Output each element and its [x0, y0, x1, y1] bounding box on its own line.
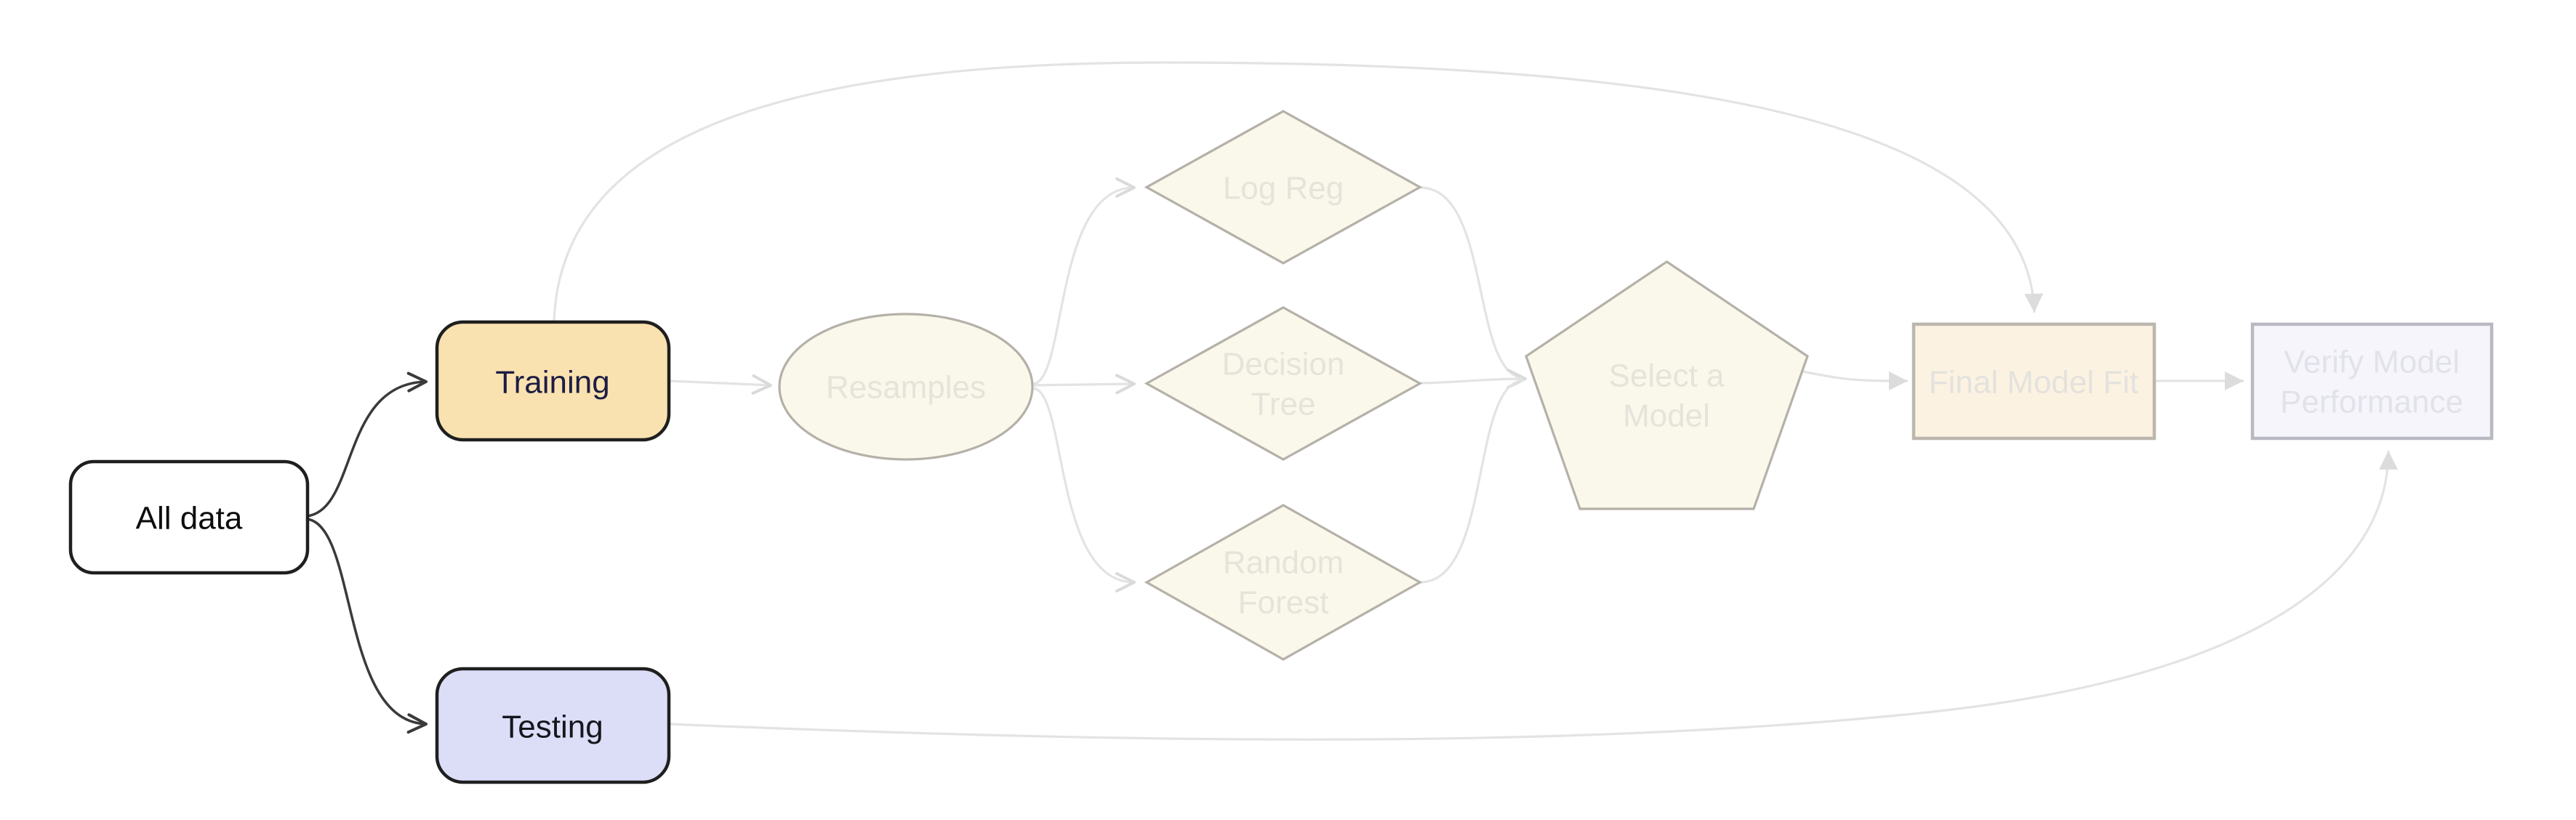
all-data-label: All data: [136, 501, 243, 536]
random-forest-label-line2: Forest: [1238, 585, 1329, 621]
all-data-box: [68, 459, 310, 575]
resamples-ellipse: [778, 313, 1034, 461]
testing-box: [435, 667, 671, 784]
verify-model-label-line1: Verify Model: [2284, 345, 2460, 380]
edge-randomforest-to-pentagon: [1419, 379, 1525, 584]
edge-decisiontree-to-pentagon: [1419, 369, 1527, 390]
node-testing: Testing: [435, 667, 671, 784]
node-verify-model-performance: Verify Model Performance: [2250, 322, 2494, 441]
edges: [306, 61, 2398, 741]
final-model-fit-label: Final Model Fit: [1929, 365, 2139, 401]
edge-logreg-to-pentagon: [1419, 186, 1525, 379]
node-resamples: Resamples: [778, 313, 1034, 461]
random-forest-label-line1: Random: [1223, 545, 1344, 581]
resamples-label: Resamples: [826, 370, 986, 406]
edge-training-to-resamples: [668, 374, 772, 395]
verify-model-label-line2: Performance: [2280, 385, 2463, 420]
log-reg-label: Log Reg: [1223, 171, 1344, 206]
node-decision-tree: Decision Tree: [1144, 306, 1423, 461]
edge-alldata-to-training: [306, 371, 428, 518]
final-model-fit-box: [1911, 322, 2156, 441]
log-reg-diamond: [1144, 110, 1423, 265]
testing-label: Testing: [502, 710, 603, 745]
edge-resamples-to-decisiontree: [1032, 374, 1136, 395]
select-model-pentagon: [1525, 260, 1809, 510]
decision-tree-diamond: [1144, 306, 1423, 461]
select-model-label-line1: Select a: [1609, 358, 1725, 394]
node-final-model-fit: Final Model Fit: [1911, 322, 2156, 441]
training-label: Training: [495, 365, 609, 401]
node-all-data: All data: [68, 459, 310, 575]
edge-alldata-to-testing: [306, 518, 428, 734]
node-select-model: Select a Model: [1525, 260, 1809, 510]
edge-testing-to-verify-bottom-arc: [668, 450, 2398, 741]
node-random-forest: Random Forest: [1144, 504, 1423, 661]
node-training: Training: [435, 320, 671, 442]
training-box: [435, 320, 671, 442]
edge-training-to-final-top-arc: [553, 61, 2044, 323]
edge-resamples-to-randomforest: [1032, 387, 1136, 592]
node-log-reg: Log Reg: [1144, 110, 1423, 265]
edge-resamples-to-logreg: [1032, 177, 1136, 385]
decision-tree-label-line1: Decision: [1222, 347, 1345, 382]
select-model-label-line2: Model: [1623, 398, 1710, 434]
edge-pentagon-to-final: [1799, 369, 1909, 390]
random-forest-diamond: [1144, 504, 1423, 661]
verify-model-box: [2250, 322, 2494, 441]
decision-tree-label-line2: Tree: [1251, 387, 1316, 422]
